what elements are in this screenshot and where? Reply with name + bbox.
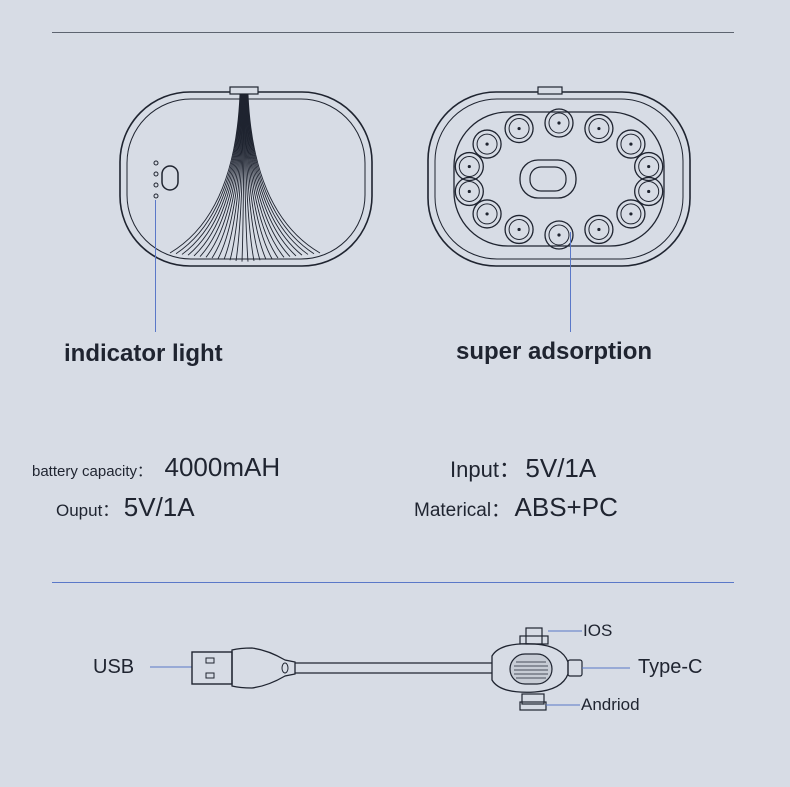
indicator-light-label: indicator light — [64, 340, 223, 367]
android-label: Andriod — [581, 695, 640, 714]
multi-cable-illustration — [150, 627, 630, 711]
suction-cups-icon — [454, 108, 664, 250]
top-divider — [52, 32, 734, 33]
middle-divider — [52, 582, 734, 583]
indicator-light-leader-line — [155, 200, 156, 332]
battery-capacity-key: battery capacity： — [32, 463, 153, 480]
type-c-label: Type-C — [638, 656, 703, 678]
indicator-light-icon — [153, 160, 179, 199]
input-key: Input： — [450, 457, 521, 482]
ios-label: IOS — [583, 621, 613, 640]
battery-capacity-value: 4000mAH — [164, 452, 281, 482]
material-spec: Materical： ABS+PC — [414, 492, 618, 523]
usb-label: USB — [93, 656, 135, 678]
input-value: 5V/1A — [525, 453, 597, 483]
super-adsorption-leader-line — [570, 232, 571, 332]
input-spec: Input： 5V/1A — [450, 452, 596, 484]
battery-capacity-spec: battery capacity： 4000mAH — [32, 452, 280, 483]
output-value: 5V/1A — [123, 492, 195, 522]
material-key: Materical： — [414, 500, 511, 521]
output-spec: Ouput： 5V/1A — [56, 492, 195, 523]
material-value: ABS+PC — [514, 492, 618, 522]
fan-pattern — [169, 93, 321, 262]
super-adsorption-label: super adsorption — [456, 338, 653, 365]
output-key: Ouput： — [56, 501, 120, 520]
power-bank-back-illustration — [427, 86, 691, 267]
power-bank-front-illustration — [119, 86, 373, 267]
